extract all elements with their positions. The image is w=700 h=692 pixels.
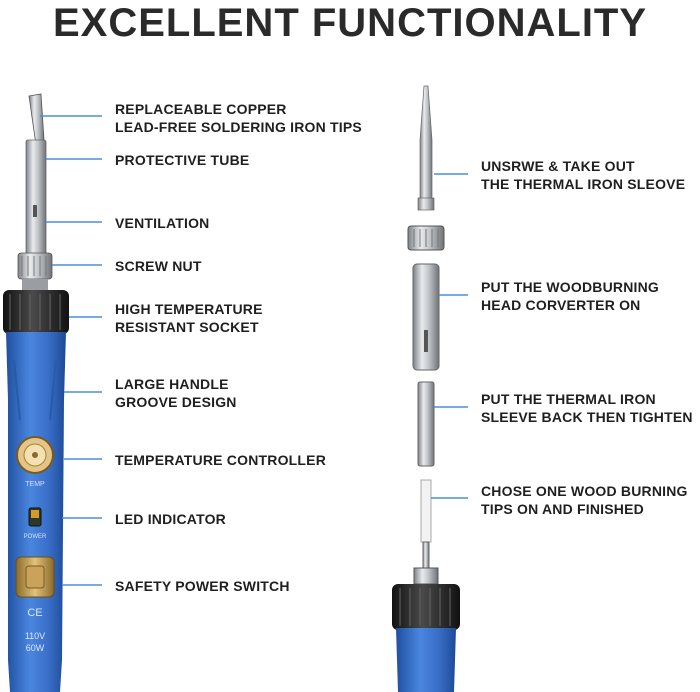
wattage-marking: 60W [26,643,45,653]
label-handle: LARGE HANDLE GROOVE DESIGN [115,375,237,411]
label-line: GROOVE DESIGN [115,394,237,410]
label-step-converter: PUT THE WOODBURNING HEAD CORVERTER ON [481,278,659,314]
right-blue-handle [396,628,456,692]
wood-burning-tip [420,479,432,543]
label-temperature-controller: TEMPERATURE CONTROLLER [115,451,326,469]
label-socket: HIGH TEMPERATURE RESISTANT SOCKET [115,300,263,336]
label-line: HIGH TEMPERATURE [115,301,263,317]
protective-tube [25,139,47,256]
label-line: LEAD-FREE SOLDERING IRON TIPS [115,119,362,135]
pointed-sleeve [419,85,433,206]
label-step-finish: CHOSE ONE WOOD BURNING TIPS ON AND FINIS… [481,482,688,518]
right-socket [392,584,460,630]
label-led-indicator: LED INDICATOR [115,510,226,528]
label-line: TEMPERATURE CONTROLLER [115,452,327,468]
right-exploded-parts [392,85,460,692]
label-line: LED INDICATOR [115,511,226,527]
label-screw-nut: SCREW NUT [115,257,202,275]
label-line: PUT THE WOODBURNING [481,279,660,295]
label-line: PUT THE THERMAL IRON [481,391,656,407]
label-protective-tube: PROTECTIVE TUBE [115,151,249,169]
woodburning-converter [412,263,440,371]
label-line: LARGE HANDLE [115,376,229,392]
label-copper-tips: REPLACEABLE COPPER LEAD-FREE SOLDERING I… [115,100,362,136]
screw-nut [17,252,53,280]
thermal-iron-sleeve [417,381,435,467]
socket [3,290,69,334]
temp-marking: TEMP [25,481,45,488]
label-line: THE THERMAL IRON SLEOVE [481,176,686,192]
label-line: CHOSE ONE WOOD BURNING [481,483,688,499]
voltage-marking: 110V [25,631,45,641]
label-step-tighten: PUT THE THERMAL IRON SLEEVE BACK THEN TI… [481,390,693,426]
page-title: EXCELLENT FUNCTIONALITY [52,1,648,45]
label-line: SLEEVE BACK THEN TIGHTEN [481,409,693,425]
power-marking: POWER [24,534,47,540]
left-leader-lines [40,115,102,586]
label-line: PROTECTIVE TUBE [115,152,250,168]
label-line: RESISTANT SOCKET [115,319,259,335]
right-leader-lines [431,173,468,499]
label-line: REPLACEABLE COPPER [115,101,287,117]
copper-tip [28,93,45,146]
label-line: UNSRWE & TAKE OUT [481,158,635,174]
label-ventilation: VENTILATION [115,214,210,232]
label-line: SCREW NUT [115,258,202,274]
label-line: HEAD CORVERTER ON [481,297,641,313]
label-line: VENTILATION [115,215,210,231]
label-line: SAFETY POWER SWITCH [115,578,290,594]
label-power-switch: SAFETY POWER SWITCH [115,577,290,595]
label-step-unscrew: UNSRWE & TAKE OUT THE THERMAL IRON SLEOV… [481,157,685,193]
left-soldering-iron: TEMP POWER CE 110V 60W [3,93,69,692]
label-line: TIPS ON AND FINISHED [481,501,644,517]
ce-marking: CE [27,607,42,619]
